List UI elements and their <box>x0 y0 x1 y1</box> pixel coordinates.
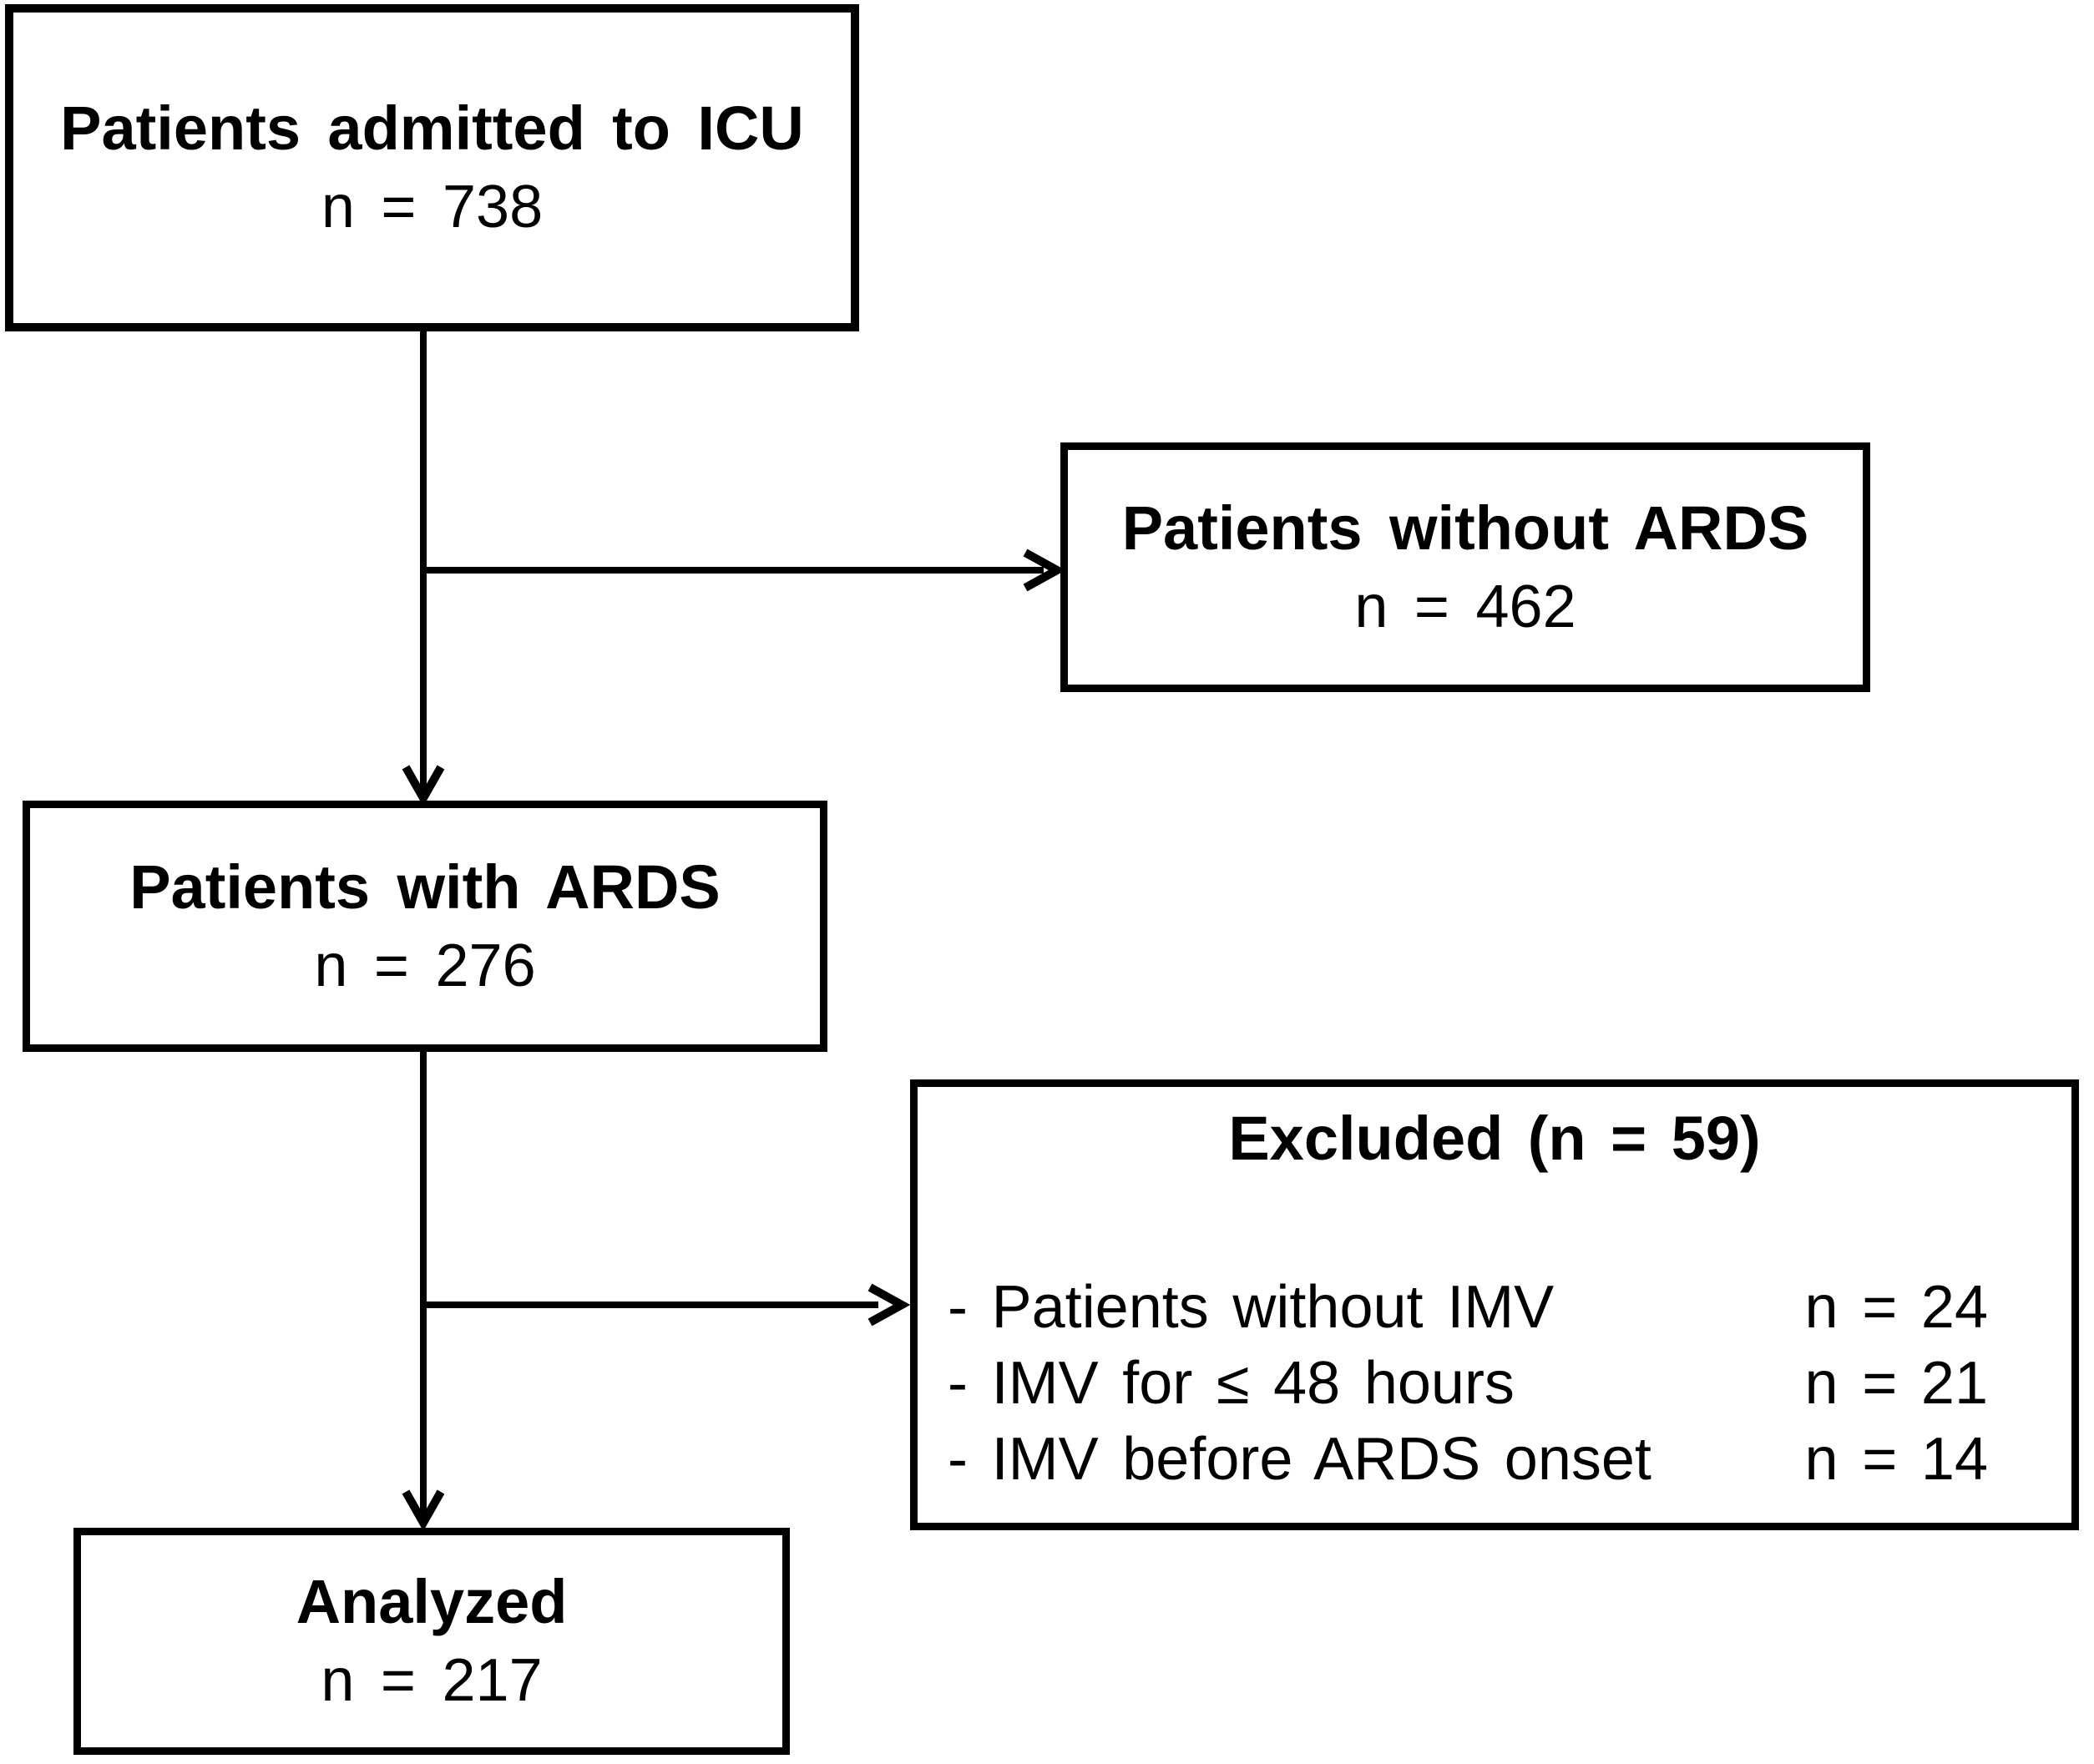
box-analyzed: Analyzed n = 217 <box>73 1528 790 1755</box>
excluded-item-count: n = 24 <box>1804 1274 1988 1341</box>
excluded-item-label: - IMV before ARDS onset <box>948 1426 1651 1493</box>
box-patients-with-ards: Patients with ARDS n = 276 <box>23 801 827 1052</box>
box-patients-without-ards: Patients without ARDS n = 462 <box>1060 442 1870 692</box>
connector-admitted-to-with-ards <box>402 331 445 807</box>
box-patients-admitted: Patients admitted to ICU n = 738 <box>5 4 859 331</box>
box-title: Analyzed <box>296 1567 568 1636</box>
excluded-item-label: - Patients without IMV <box>948 1274 1555 1341</box>
connector-admitted-to-without-ards <box>423 548 1066 592</box>
arrow-right-icon <box>1023 548 1066 592</box>
box-count: n = 217 <box>321 1647 543 1714</box>
excluded-title: Excluded (n = 59) <box>1228 1104 1761 1173</box>
box-count: n = 738 <box>321 174 544 240</box>
arrow-down-icon <box>402 1489 445 1532</box>
box-title: Patients admitted to ICU <box>60 94 804 163</box>
connector-with-ards-to-excluded <box>423 1283 911 1327</box>
excluded-list: - Patients without IMV n = 24 - IMV for … <box>918 1270 2071 1498</box>
excluded-item-label: - IMV for ≤ 48 hours <box>948 1350 1515 1417</box>
arrow-down-icon <box>402 765 445 807</box>
excluded-item-count: n = 14 <box>1804 1426 1988 1493</box>
connector-with-ards-to-analyzed <box>402 1051 445 1532</box>
excluded-item: - Patients without IMV n = 24 <box>948 1270 1988 1346</box>
excluded-item: - IMV for ≤ 48 hours n = 21 <box>948 1346 1988 1422</box>
box-count: n = 462 <box>1354 573 1576 640</box>
box-title: Patients without ARDS <box>1121 493 1809 563</box>
arrow-right-icon <box>867 1283 911 1327</box>
box-excluded: Excluded (n = 59) - Patients without IMV… <box>910 1079 2079 1530</box>
excluded-item: - IMV before ARDS onset n = 14 <box>948 1422 1988 1498</box>
box-title: Patients with ARDS <box>129 852 721 922</box>
box-count: n = 276 <box>314 932 536 999</box>
excluded-item-count: n = 21 <box>1804 1350 1988 1417</box>
